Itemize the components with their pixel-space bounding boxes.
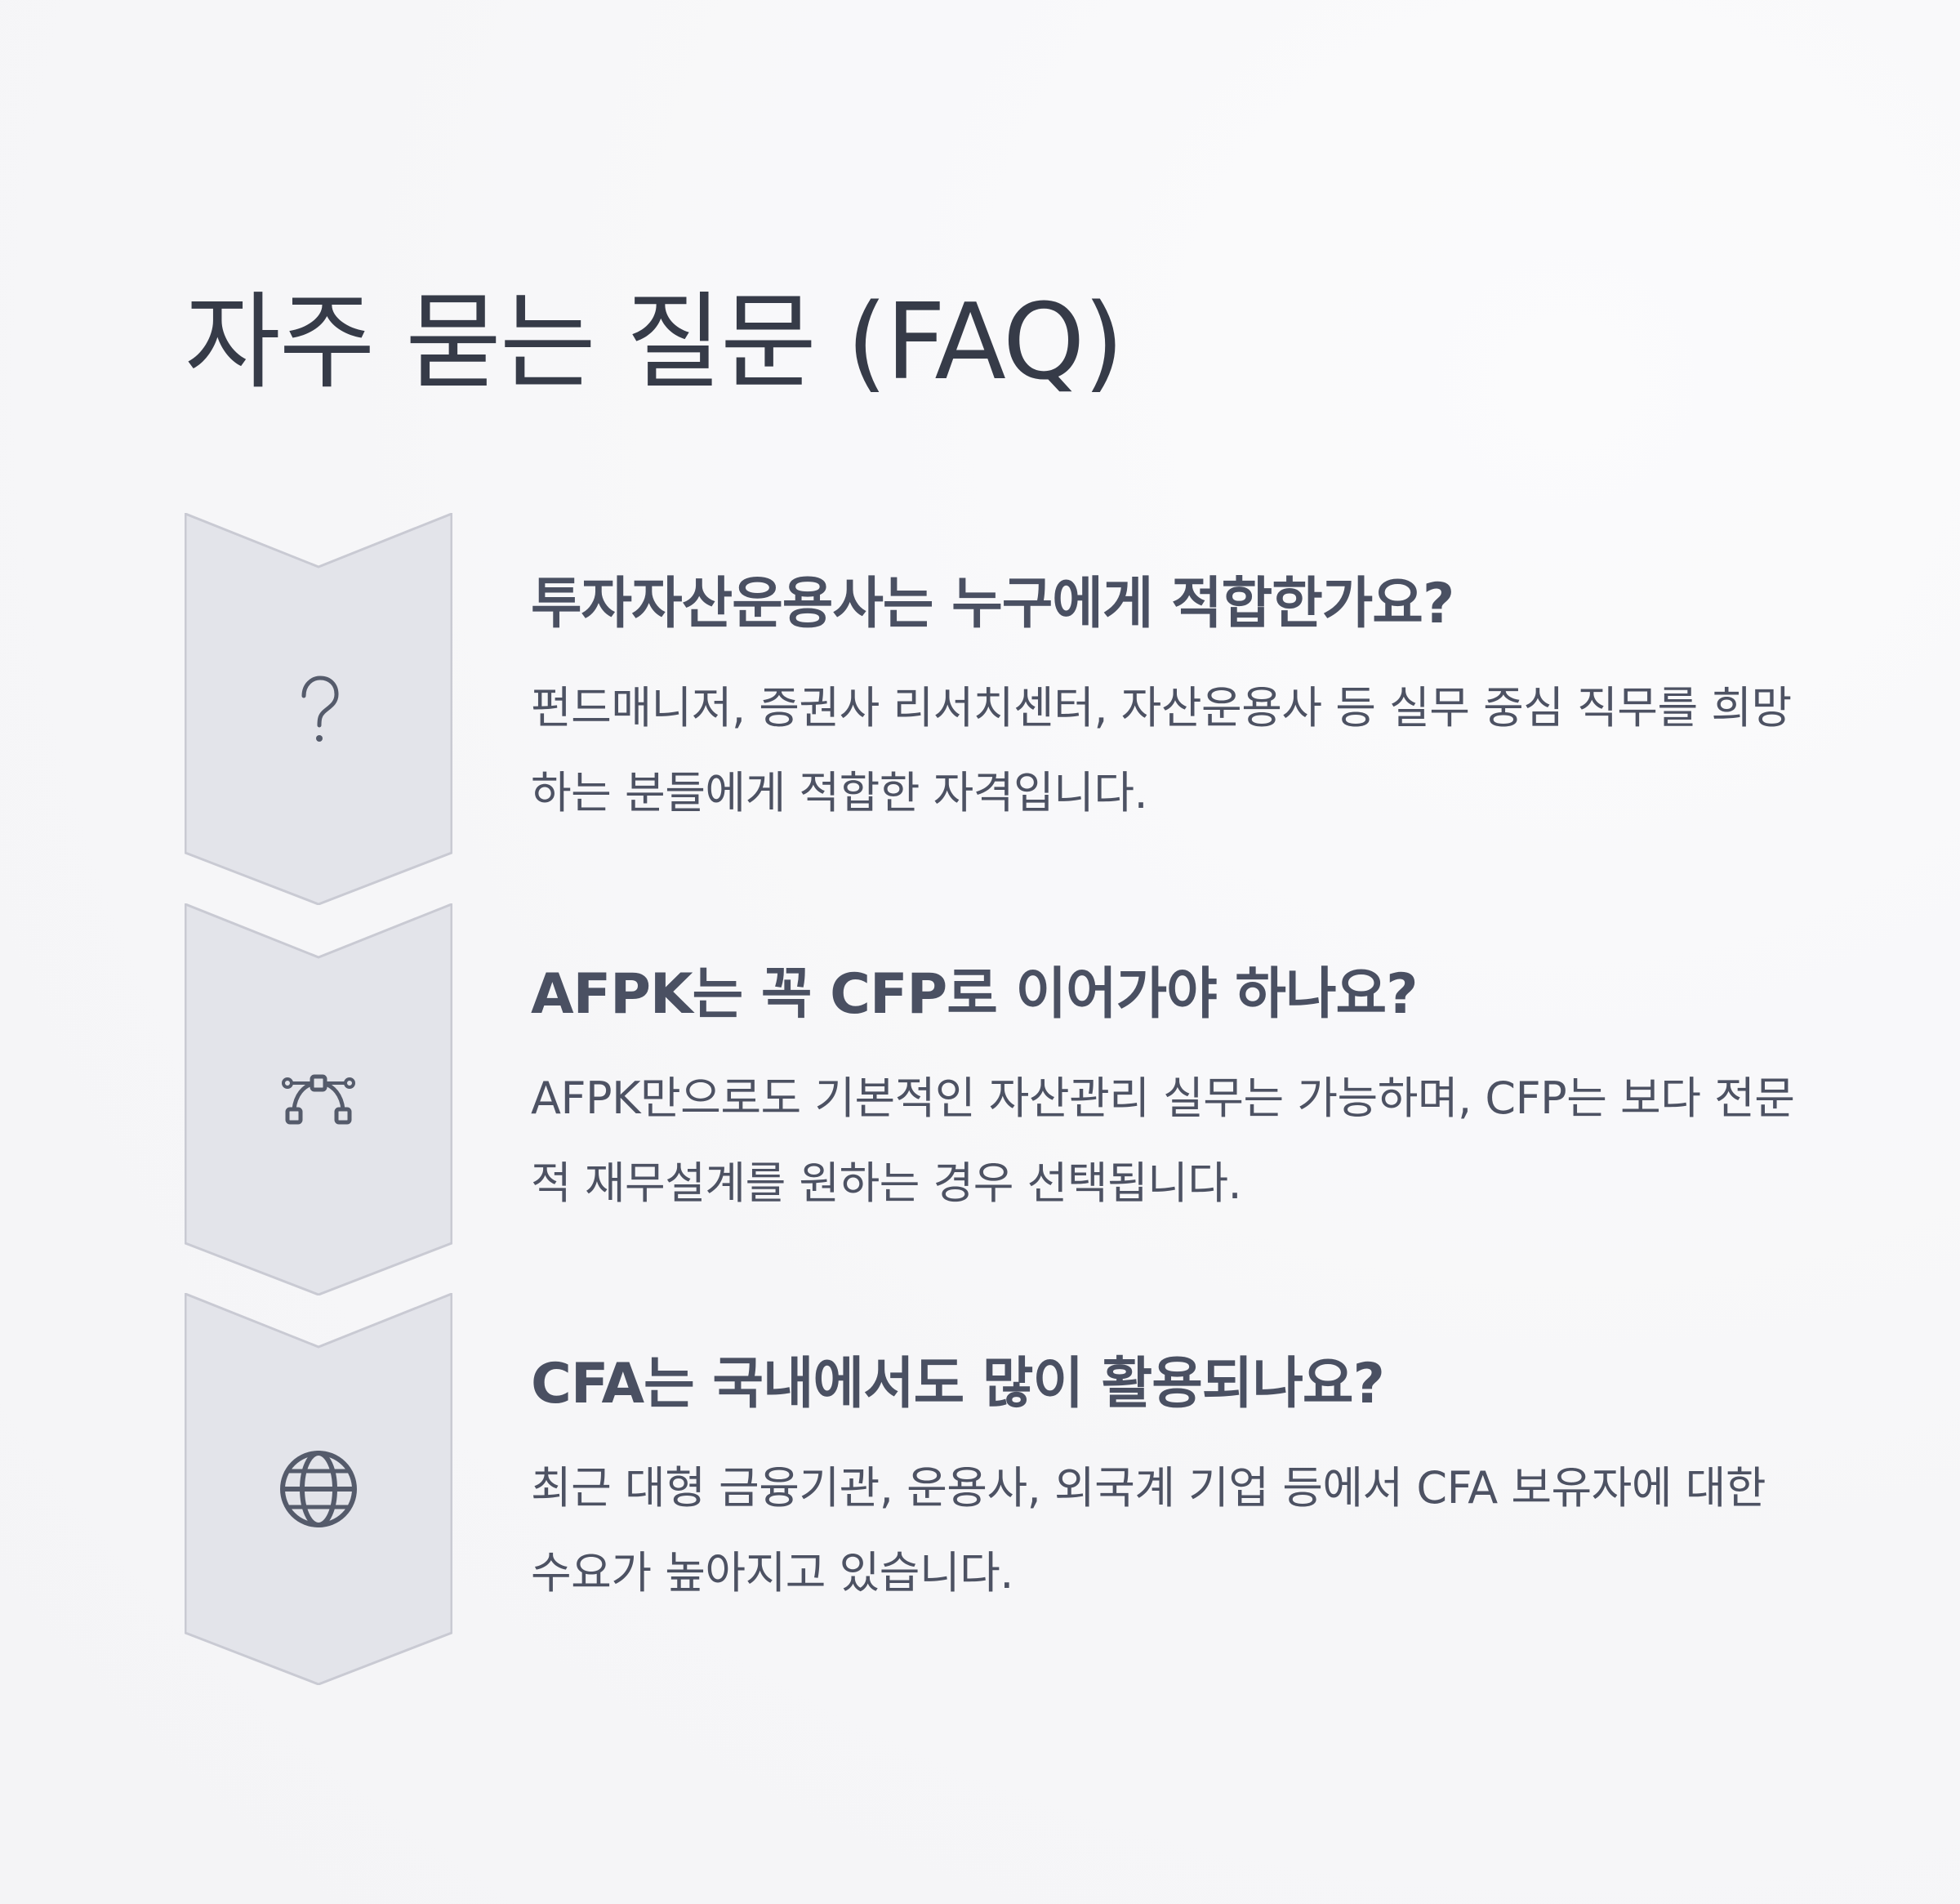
faq-item-3: CFA는 국내에서도 많이 활용되나요? 최근 대형 금융기관, 운용사, 외국… xyxy=(531,1348,1805,1616)
faq-answer: 최근 대형 금융기관, 운용사, 외국계 기업 등에서 CFA 보유자에 대한 … xyxy=(531,1462,1766,1599)
faq-question: AFPK는 꼭 CFP로 이어가야 하나요? xyxy=(531,962,1419,1027)
question-mark-icon xyxy=(278,668,359,750)
faq-answer: 펀드매니저, 증권사 리서치센터, 자산운용사 등 실무 중심 직무를 희망하는… xyxy=(531,682,1792,818)
faq-item-3-chevron xyxy=(185,1293,452,1685)
page-title: 자주 묻는 질문 (FAQ) xyxy=(185,282,1124,404)
faq-item-1-chevron xyxy=(185,513,452,905)
chevron-shape xyxy=(185,903,452,1295)
faq-item-2: AFPK는 꼭 CFP로 이어가야 하나요? AFPK만으로도 기본적인 자산관… xyxy=(531,958,1805,1226)
faq-question: CFA는 국내에서도 많이 활용되나요? xyxy=(531,1352,1385,1416)
faq-item-1: 투자자산운용사는 누구에게 적합한가요? 펀드매니저, 증권사 리서치센터, 자… xyxy=(531,568,1805,836)
chevron-shape xyxy=(185,513,452,905)
bezier-curve-icon xyxy=(278,1059,359,1140)
faq-answer: AFPK만으로도 기본적인 자산관리 실무는 가능하며, CFP는 보다 전문적… xyxy=(531,1072,1795,1209)
faq-question: 투자자산운용사는 누구에게 적합한가요? xyxy=(531,572,1454,636)
globe-icon xyxy=(278,1448,359,1530)
faq-item-2-chevron xyxy=(185,903,452,1295)
